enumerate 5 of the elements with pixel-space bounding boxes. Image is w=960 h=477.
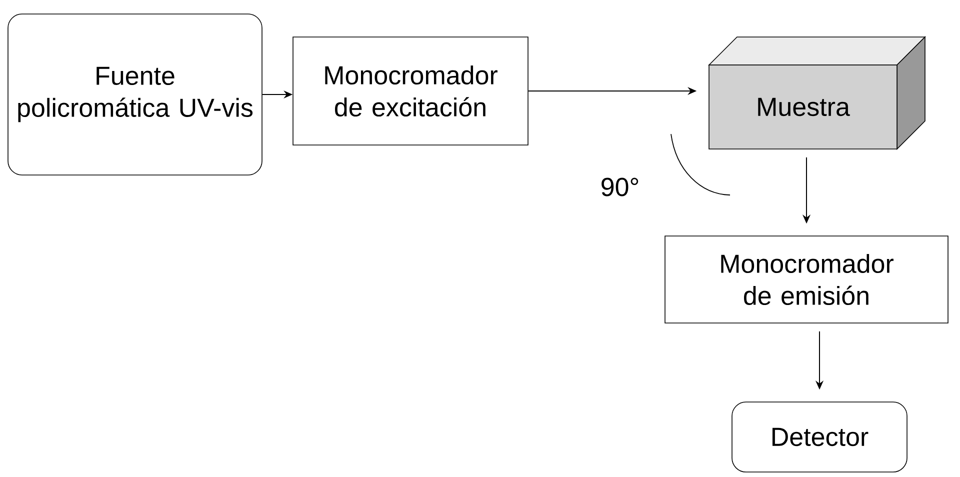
monochromator-box: Monocromador de emisión xyxy=(664,236,948,324)
source-box: Fuente policromática UV-vis xyxy=(8,14,262,176)
angle-label: 90° xyxy=(602,178,638,196)
detector-box: Detector xyxy=(732,402,908,472)
monochromator-box: Monocromador de excitación xyxy=(292,36,528,146)
